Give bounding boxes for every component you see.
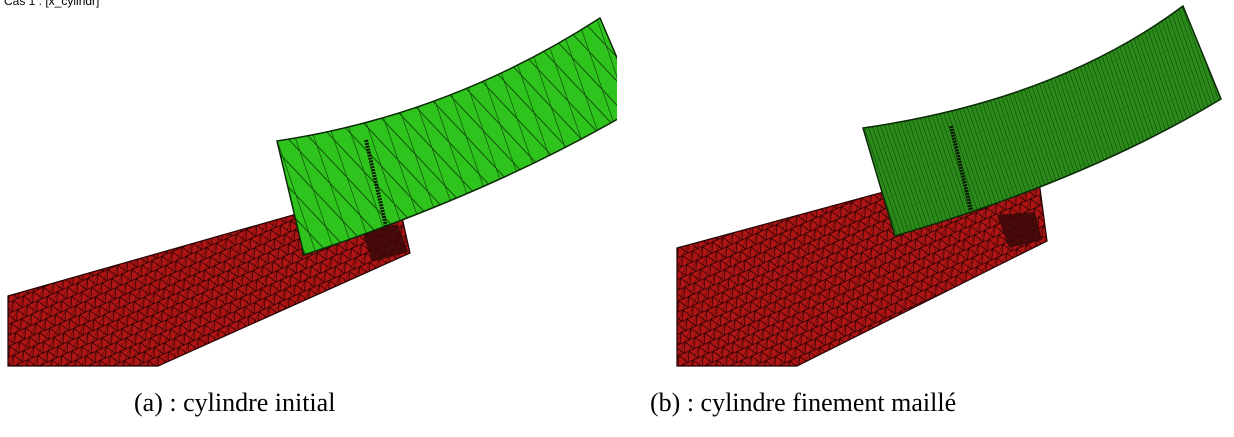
caption-b: (b) : cylindre finement maillé (650, 388, 957, 417)
figure-panel-a: (a) : cylindre initial (7, 16, 617, 417)
contact-line (949, 125, 973, 211)
contact-zone-mesh (997, 212, 1042, 248)
fem-render-a (7, 16, 617, 367)
fem-render-b (676, 4, 1222, 367)
figure-panel-b: (b) : cylindre finement maillé (617, 0, 1234, 437)
cylinder-mesh (862, 4, 1222, 237)
viewport-header-text: Cas 1 : [x_cylindr] (4, 0, 100, 8)
contact-line (364, 139, 388, 227)
cylinder-mesh (276, 16, 617, 256)
contact-zone-mesh (360, 225, 408, 262)
caption-a: (a) : cylindre initial (134, 388, 336, 417)
